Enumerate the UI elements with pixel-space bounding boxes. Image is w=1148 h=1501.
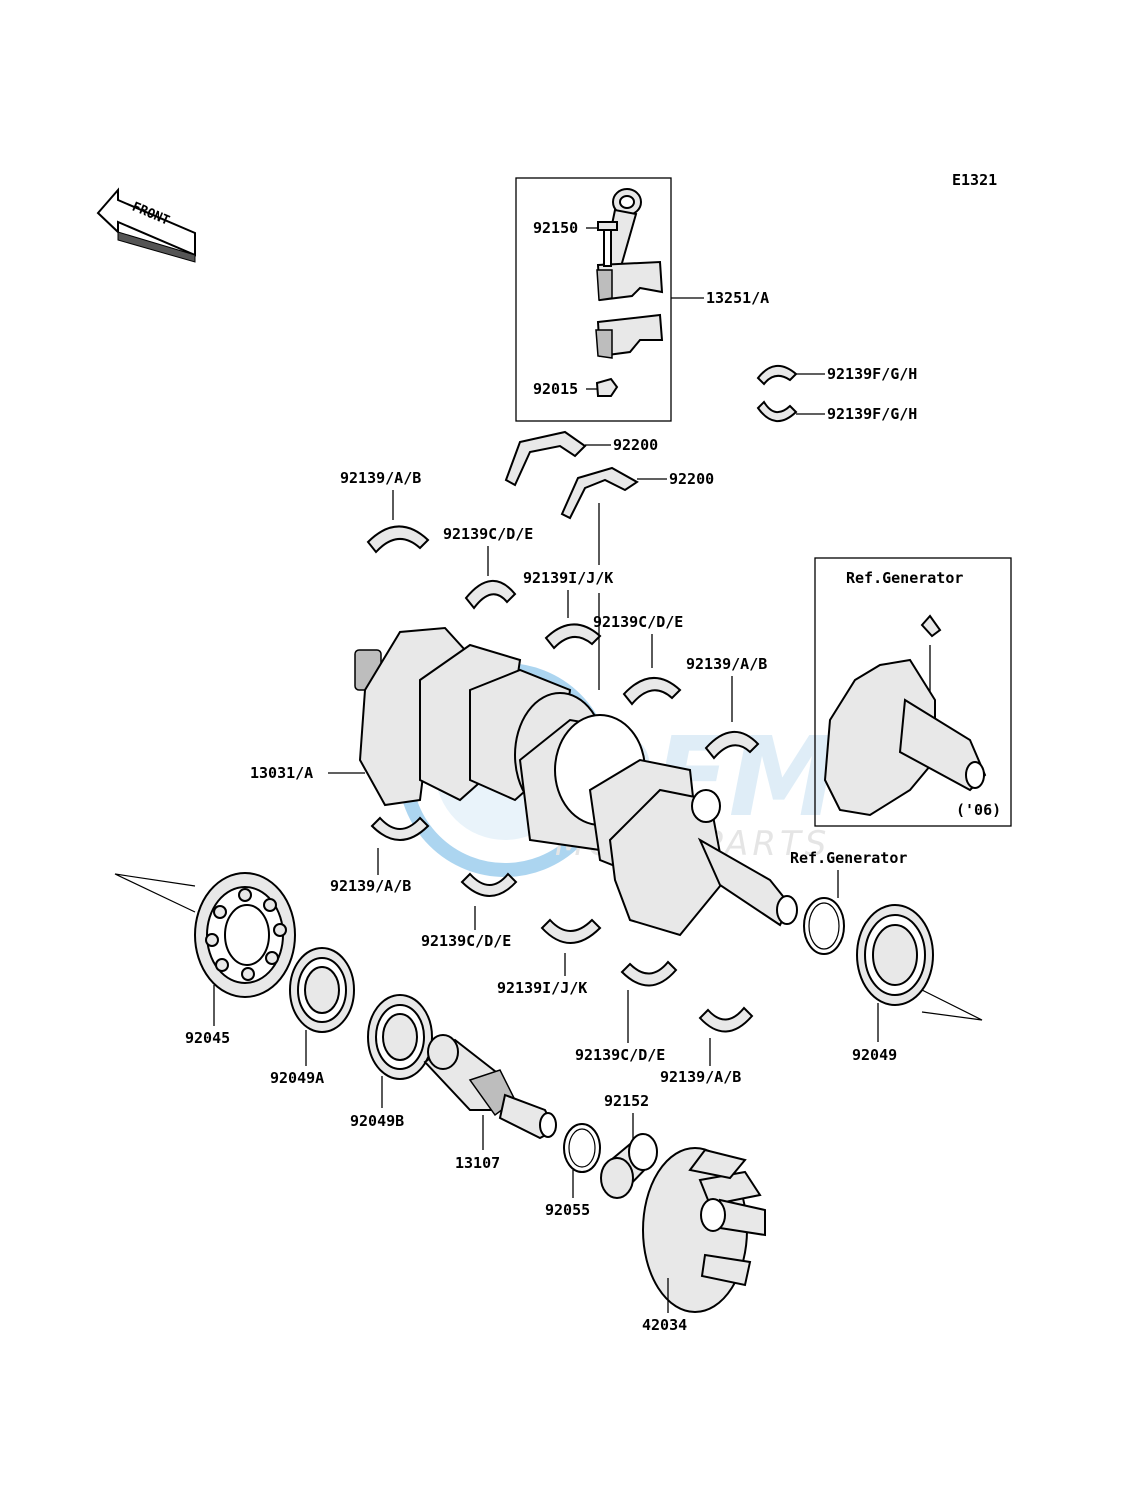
bearing-shell-ab-low	[370, 816, 430, 841]
label-92139CDE-top: 92139C/D/E	[443, 525, 533, 543]
label-ref-generator: Ref.Generator	[790, 849, 907, 867]
collar-92152	[600, 1133, 658, 1199]
label-92150: 92150	[533, 219, 578, 237]
label-92139AB-low2: 92139/A/B	[660, 1068, 741, 1086]
shaft-13107	[423, 1034, 557, 1140]
label-92200-1: 92200	[613, 436, 658, 454]
bearing-shell-cde-low2	[620, 960, 678, 987]
bearing-shell-ab-mid	[704, 730, 760, 760]
oil-seal-92049B	[367, 994, 433, 1080]
crankshaft	[354, 626, 798, 937]
label-92139AB-top: 92139/A/B	[340, 469, 421, 487]
inset-box	[814, 557, 1012, 827]
inset-crankshaft-end	[823, 658, 987, 817]
label-92139AB-mid: 92139/A/B	[686, 655, 767, 673]
coupling-42034	[642, 1147, 766, 1313]
label-92045: 92045	[185, 1029, 230, 1047]
oring-generator	[803, 897, 845, 955]
inset-ref-label: Ref.Generator	[846, 569, 963, 587]
label-92152: 92152	[604, 1092, 649, 1110]
label-92139CDE-low: 92139C/D/E	[421, 932, 511, 950]
label-92200-2: 92200	[669, 470, 714, 488]
bearing-shell-cde-top	[464, 579, 517, 610]
oring-92055	[563, 1123, 601, 1173]
label-92139CDE-low2: 92139C/D/E	[575, 1046, 665, 1064]
label-92049A: 92049A	[270, 1069, 324, 1087]
bearing-shell-ab-low2	[698, 1006, 754, 1033]
label-13031A: 13031/A	[250, 764, 313, 782]
bearing-shell-cde-mid	[622, 676, 682, 706]
woodruff-key	[920, 614, 942, 638]
label-92015: 92015	[533, 380, 578, 398]
thrust-washer-1	[504, 430, 587, 487]
label-92049B: 92049B	[350, 1112, 404, 1130]
bearing-shell-cde-low	[460, 872, 518, 897]
oil-seal-92049	[856, 904, 934, 1006]
bearing-shell-fgh-2	[756, 400, 798, 422]
bearing-shell-ijk-top	[544, 623, 602, 650]
label-13107: 13107	[455, 1154, 500, 1172]
label-92055: 92055	[545, 1201, 590, 1219]
label-42034: 42034	[642, 1316, 687, 1334]
label-13251A: 13251/A	[706, 289, 769, 307]
label-92139AB-low: 92139/A/B	[330, 877, 411, 895]
oil-seal-92049A	[289, 947, 355, 1033]
bearing-shell-ab-top	[366, 525, 430, 554]
label-92139CDE-mid: 92139C/D/E	[593, 613, 683, 631]
bearing-shell-fgh-1	[756, 365, 798, 386]
thrust-washer-2	[560, 466, 639, 520]
connecting-rod	[595, 188, 664, 397]
label-92139FGH-2: 92139F/G/H	[827, 405, 917, 423]
connecting-rod-box	[515, 177, 672, 422]
ball-bearing-92045	[194, 872, 296, 998]
bearing-shell-ijk-low	[540, 918, 602, 944]
label-92049: 92049	[852, 1046, 897, 1064]
inset-year-label: ('06)	[956, 801, 1001, 819]
label-92139IJK-top: 92139I/J/K	[523, 569, 613, 587]
front-arrow-icon: FRONT	[96, 187, 196, 263]
label-92139IJK-low: 92139I/J/K	[497, 979, 587, 997]
diagram-code: E1321	[952, 171, 997, 189]
label-92139FGH-1: 92139F/G/H	[827, 365, 917, 383]
